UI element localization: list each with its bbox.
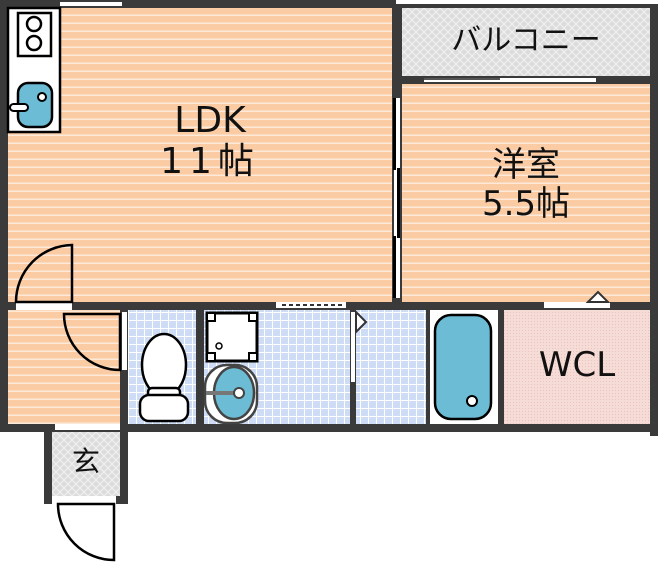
wcl-name: WCL (538, 345, 616, 385)
toilet (140, 332, 188, 398)
entrance-door-opening (52, 496, 116, 504)
ldk-name: LDK (174, 100, 246, 141)
room-label-balcony: バルコニー (402, 23, 650, 59)
western-size: 5.5帖 (481, 184, 571, 225)
ldk-door-opening (16, 302, 72, 310)
entrance-door-swing (56, 502, 116, 562)
ldk-door-swing (14, 243, 74, 304)
wcl-door-opening (544, 302, 610, 308)
room-label-ldk: LDK 11帖 (150, 100, 270, 183)
hall-door-swing (62, 312, 122, 372)
hall-south-opening (55, 424, 120, 430)
room-label-entrance: 玄 (52, 445, 120, 478)
western-name: 洋室 (492, 145, 560, 185)
entrance-name: 玄 (71, 445, 100, 478)
bath-sliding-door (351, 312, 355, 382)
bathtub (433, 313, 493, 421)
balcony-name: バルコニー (451, 23, 601, 58)
balcony-sliding-door (424, 78, 596, 82)
western-floor (402, 84, 650, 304)
toilet-door (122, 312, 127, 370)
room-label-wcl: WCL (504, 345, 650, 385)
ldk-size: 11帖 (160, 141, 260, 183)
ldk-top-window (60, 2, 122, 6)
wcl-floor (504, 310, 650, 424)
entrance-floor (52, 430, 120, 498)
room-label-western: 洋室 5.5帖 (446, 145, 606, 225)
bath-anteroom-floor (356, 310, 426, 424)
balcony-floor (402, 8, 650, 76)
